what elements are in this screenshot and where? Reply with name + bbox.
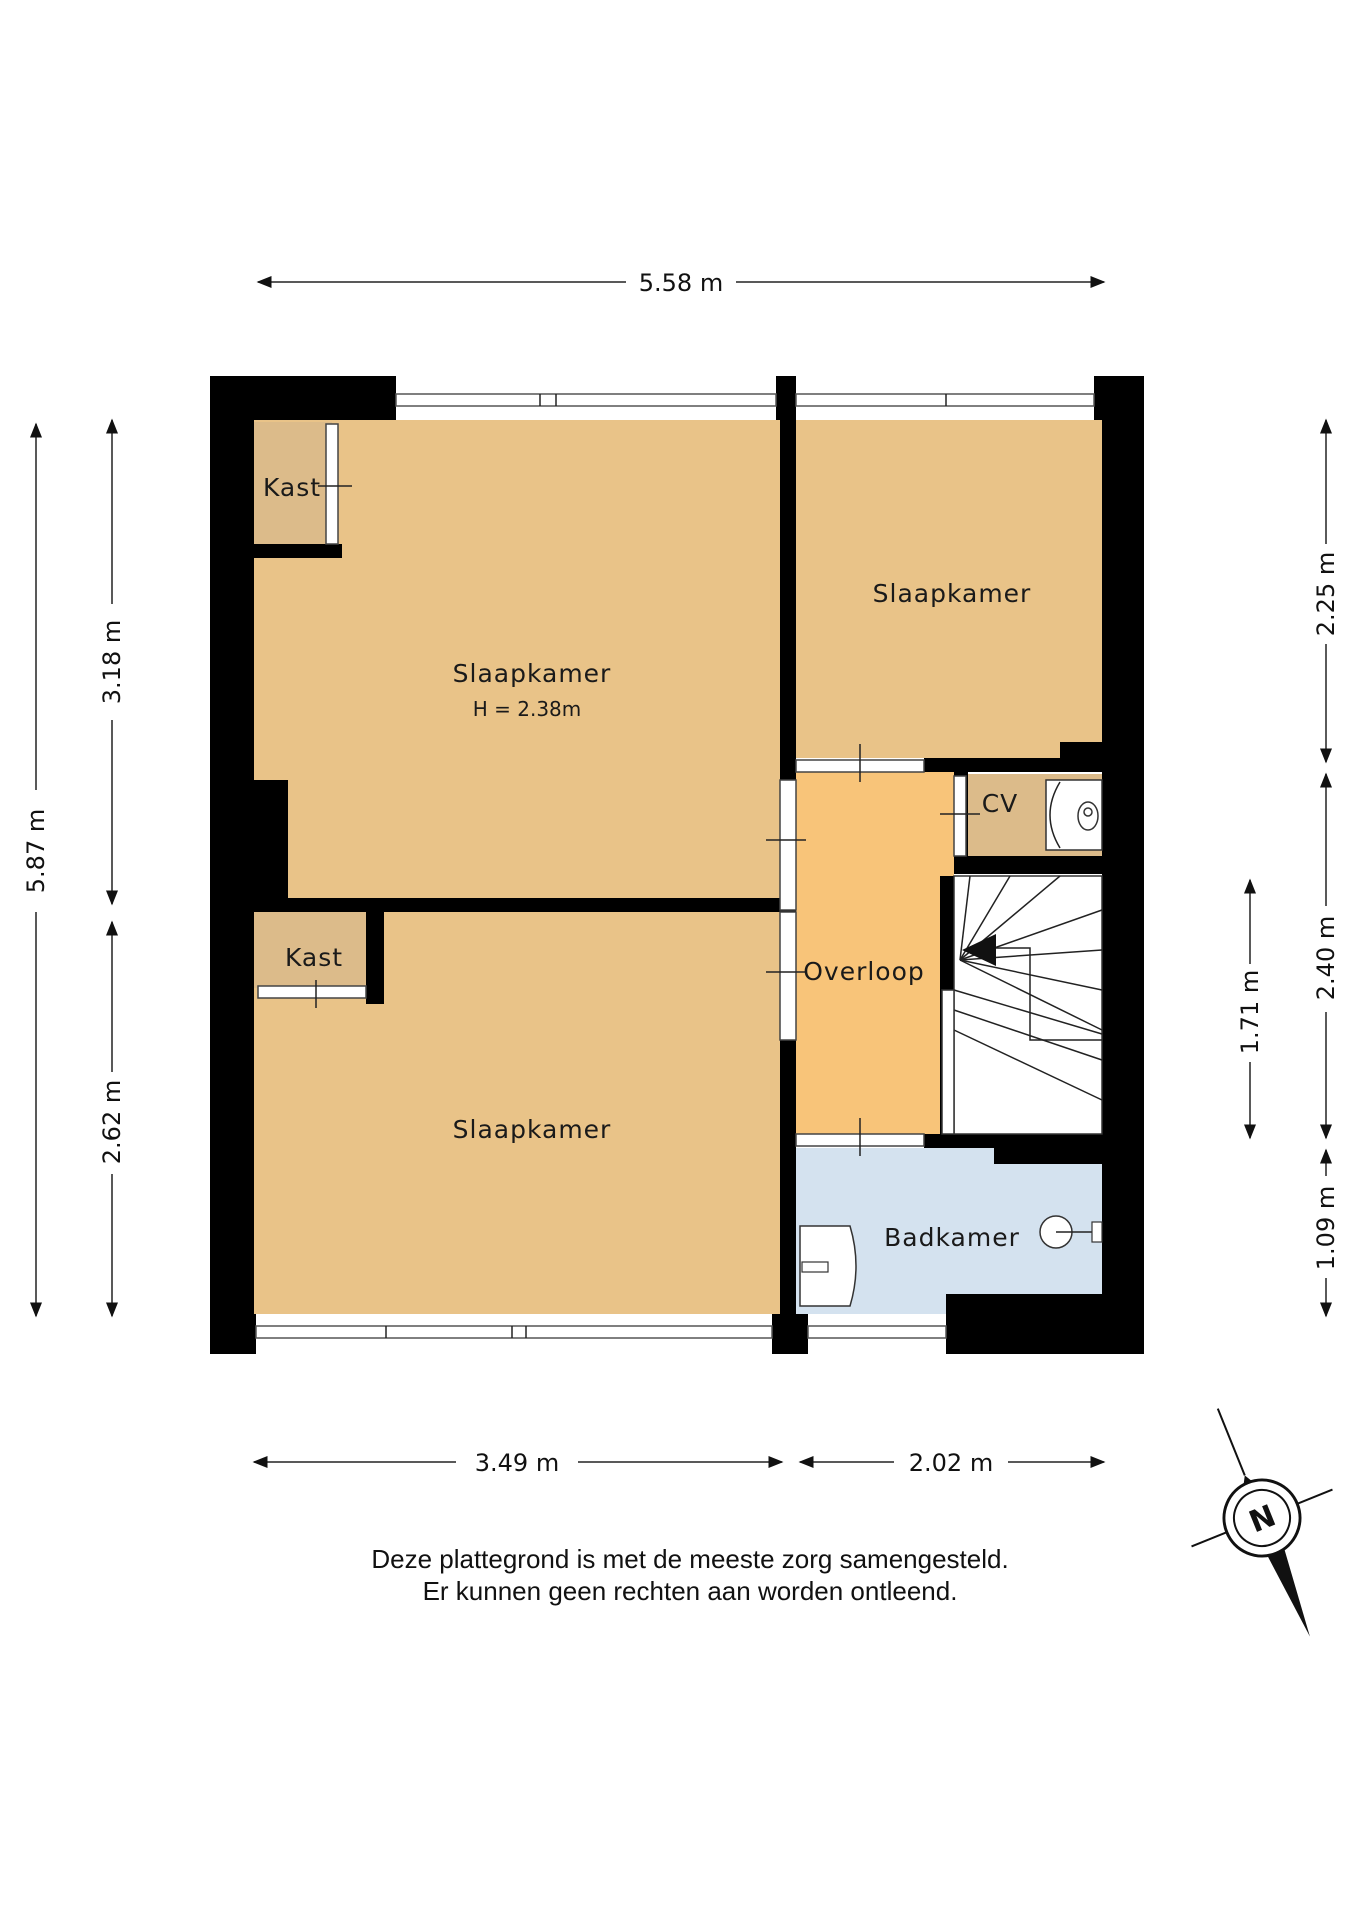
bathroom-floor [796, 1148, 1102, 1314]
windows [255, 393, 1095, 1339]
label-bathroom: Badkamer [884, 1223, 1020, 1252]
disclaimer-line-2: Er kunnen geen rechten aan worden ontlee… [423, 1576, 958, 1606]
doors [257, 423, 980, 1156]
label-bedroom-top-left: Slaapkamer [453, 659, 612, 688]
label-closet-bottom: Kast [285, 943, 343, 972]
dim-bottom-right: 2.02 m [909, 1449, 993, 1477]
staircase [941, 875, 1103, 1135]
walls [210, 376, 1144, 1354]
label-cv: CV [982, 789, 1019, 818]
window-bottom-left [255, 1325, 773, 1339]
room-labels: Slaapkamer H = 2.38m Slaapkamer Slaapkam… [263, 473, 1032, 1252]
landing-floor [796, 772, 954, 1134]
fixtures [799, 779, 1103, 1307]
dim-left-total: 5.87 m [22, 809, 50, 893]
stair-direction-arrow-icon [962, 934, 996, 966]
cv-boiler-icon [1045, 779, 1103, 851]
closet-bottom-floor [254, 912, 366, 988]
closet-top-floor [254, 422, 332, 544]
label-closet-top: Kast [263, 473, 321, 502]
bedroom-top-left-floor [254, 420, 780, 898]
door-bedroom-bottom-left [779, 911, 797, 1041]
door-closet-bottom [257, 985, 367, 999]
window-top-right [795, 393, 1095, 407]
label-bedroom-top-right: Slaapkamer [873, 579, 1032, 608]
label-ceiling-height: H = 2.38m [473, 697, 582, 721]
dim-left-lower: 2.62 m [98, 1080, 126, 1164]
dim-right-upper: 2.25 m [1312, 552, 1340, 636]
dim-top-width: 5.58 m [639, 269, 723, 297]
door-bedroom-top-left [779, 779, 797, 911]
dim-right-lower: 1.09 m [1312, 1186, 1340, 1270]
north-arrow-icon: N [1191, 1408, 1333, 1637]
disclaimer: Deze plattegrond is met de meeste zorg s… [371, 1544, 1008, 1606]
dim-left-upper: 3.18 m [98, 620, 126, 704]
label-landing: Overloop [803, 957, 925, 986]
disclaimer-line-1: Deze plattegrond is met de meeste zorg s… [371, 1544, 1008, 1574]
window-top-left [395, 393, 777, 407]
dim-stair: 1.71 m [1236, 970, 1264, 1054]
label-bedroom-bottom-left: Slaapkamer [453, 1115, 612, 1144]
door-closet-top [325, 423, 339, 545]
window-bathroom [807, 1325, 947, 1339]
dim-right-middle: 2.40 m [1312, 916, 1340, 1000]
door-cv [953, 775, 967, 857]
dimension-lines: 5.58 m 3.49 m 2.02 m 5.87 m 3.18 m 2.62 … [22, 269, 1340, 1477]
dim-bottom-left: 3.49 m [475, 1449, 559, 1477]
bedroom-top-right-floor [796, 420, 1102, 758]
